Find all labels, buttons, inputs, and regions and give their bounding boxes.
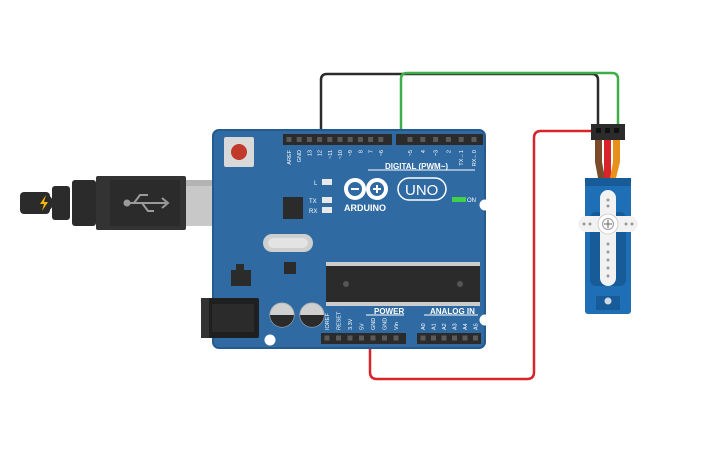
power-pin-label: RESET	[337, 311, 343, 330]
power-pin-hole[interactable]	[382, 335, 387, 341]
digital-pin-label: RX←0	[472, 150, 478, 166]
digital-pin-hole[interactable]	[337, 137, 343, 142]
digital-pin-hole[interactable]	[357, 137, 363, 142]
status-leds: L TX RX	[309, 179, 332, 215]
reset-button[interactable]	[224, 137, 254, 167]
led-label-l: L	[314, 181, 318, 187]
power-pin-label: IOREF	[325, 313, 331, 330]
digital-pin-label: ~11	[328, 150, 334, 159]
power-pin-label: 3.3V	[348, 318, 354, 330]
analog-pin-label: A3	[453, 323, 459, 330]
power-pin-hole[interactable]	[324, 335, 330, 341]
digital-pin-label: 4	[421, 150, 427, 153]
dc-power-jack[interactable]	[201, 298, 259, 338]
signal-wire[interactable]	[399, 71, 620, 141]
digital-pin-hole[interactable]	[368, 137, 374, 142]
analog-pin-hole[interactable]	[441, 335, 447, 341]
brand-label: ARDUINO	[344, 203, 386, 213]
usb-icon	[123, 194, 170, 212]
digital-pin-hole[interactable]	[347, 137, 353, 142]
model-label: UNO	[405, 182, 438, 199]
analog-header[interactable]	[417, 333, 481, 344]
analog-pin-hole[interactable]	[420, 335, 426, 341]
power-header[interactable]	[321, 333, 406, 344]
power-pin-label: 5V	[360, 323, 366, 330]
power-pin-hole[interactable]	[359, 335, 364, 341]
arduino-uno-board[interactable]: AREF GND 13 12 ~11 ~10 ~9 8 7 ~6 ~5 4 ~3 2 TX→1 RX←0 DI…	[212, 129, 491, 349]
analog-pin-label: A0	[421, 323, 427, 330]
led-label-tx: TX	[309, 199, 317, 205]
digital-pin-label: ~5	[408, 150, 414, 156]
digital-pin-label: ~9	[348, 150, 354, 156]
digital-pin-hole[interactable]	[378, 137, 384, 142]
digital-pin-hole[interactable]	[317, 137, 323, 142]
digital-pin-hole[interactable]	[327, 137, 333, 142]
digital-pin-label: 12	[318, 150, 324, 156]
crystal-oscillator	[263, 234, 313, 252]
power-header-label: POWER	[374, 307, 404, 316]
capacitor-1	[269, 302, 295, 328]
arduino-logo	[344, 178, 388, 200]
power-pin-label: GND	[383, 318, 389, 330]
digital-pin-hole[interactable]	[433, 137, 439, 142]
analog-pin-hole[interactable]	[473, 335, 478, 341]
digital-pin-hole[interactable]	[296, 137, 302, 142]
atmega-chip	[326, 262, 480, 306]
digital-pin-label: ~6	[379, 150, 385, 156]
usb-controller-chip	[283, 197, 303, 219]
analog-pin-label: A4	[463, 323, 469, 330]
digital-pin-hole[interactable]	[306, 137, 312, 142]
power-pin-hole[interactable]	[336, 335, 341, 341]
analog-pin-label: A5	[474, 323, 480, 330]
analog-pin-hole[interactable]	[462, 335, 468, 341]
digital-pin-label: 13	[307, 150, 313, 156]
digital-header[interactable]	[283, 134, 483, 145]
digital-pin-hole[interactable]	[407, 137, 413, 142]
lightning-icon	[35, 194, 53, 212]
power-wire[interactable]	[368, 129, 600, 381]
digital-header-label: DIGITAL (PWM~)	[385, 162, 448, 171]
digital-pin-label: ~10	[338, 150, 344, 159]
analog-pin-label: A1	[432, 323, 438, 330]
digital-pin-hole[interactable]	[458, 137, 464, 142]
digital-pin-label: AREF	[287, 149, 293, 164]
digital-pin-label: 8	[358, 150, 364, 153]
power-pin-hole[interactable]	[393, 335, 399, 341]
digital-pin-label: 7	[369, 150, 375, 153]
analog-pin-hole[interactable]	[452, 335, 457, 341]
digital-pin-label: ~3	[434, 150, 440, 156]
digital-pin-label: 2	[446, 150, 452, 153]
power-pin-hole[interactable]	[370, 335, 376, 341]
voltage-regulator	[231, 264, 251, 286]
digital-pin-hole[interactable]	[445, 137, 451, 142]
capacitor-2	[299, 302, 325, 328]
servo-horn[interactable]	[578, 190, 638, 286]
digital-pin-hole[interactable]	[420, 137, 426, 142]
power-pin-hole[interactable]	[347, 335, 353, 341]
digital-pin-hole[interactable]	[471, 137, 477, 142]
led-label-rx: RX	[309, 209, 317, 215]
digital-pin-label: TX→1	[459, 150, 465, 166]
analog-pin-hole[interactable]	[431, 335, 436, 341]
digital-pin-hole[interactable]	[286, 137, 292, 142]
digital-pin-label: GND	[297, 150, 303, 162]
power-on-led: ON	[452, 197, 476, 204]
analog-pin-label: A2	[442, 323, 448, 330]
on-label: ON	[467, 198, 476, 204]
servo-motor[interactable]	[578, 124, 638, 314]
power-pin-label: Vin	[394, 322, 400, 330]
power-pin-label: GND	[371, 318, 377, 330]
model-badge: UNO	[397, 177, 447, 201]
analog-header-label: ANALOG IN	[430, 307, 475, 316]
small-ic	[284, 262, 296, 274]
